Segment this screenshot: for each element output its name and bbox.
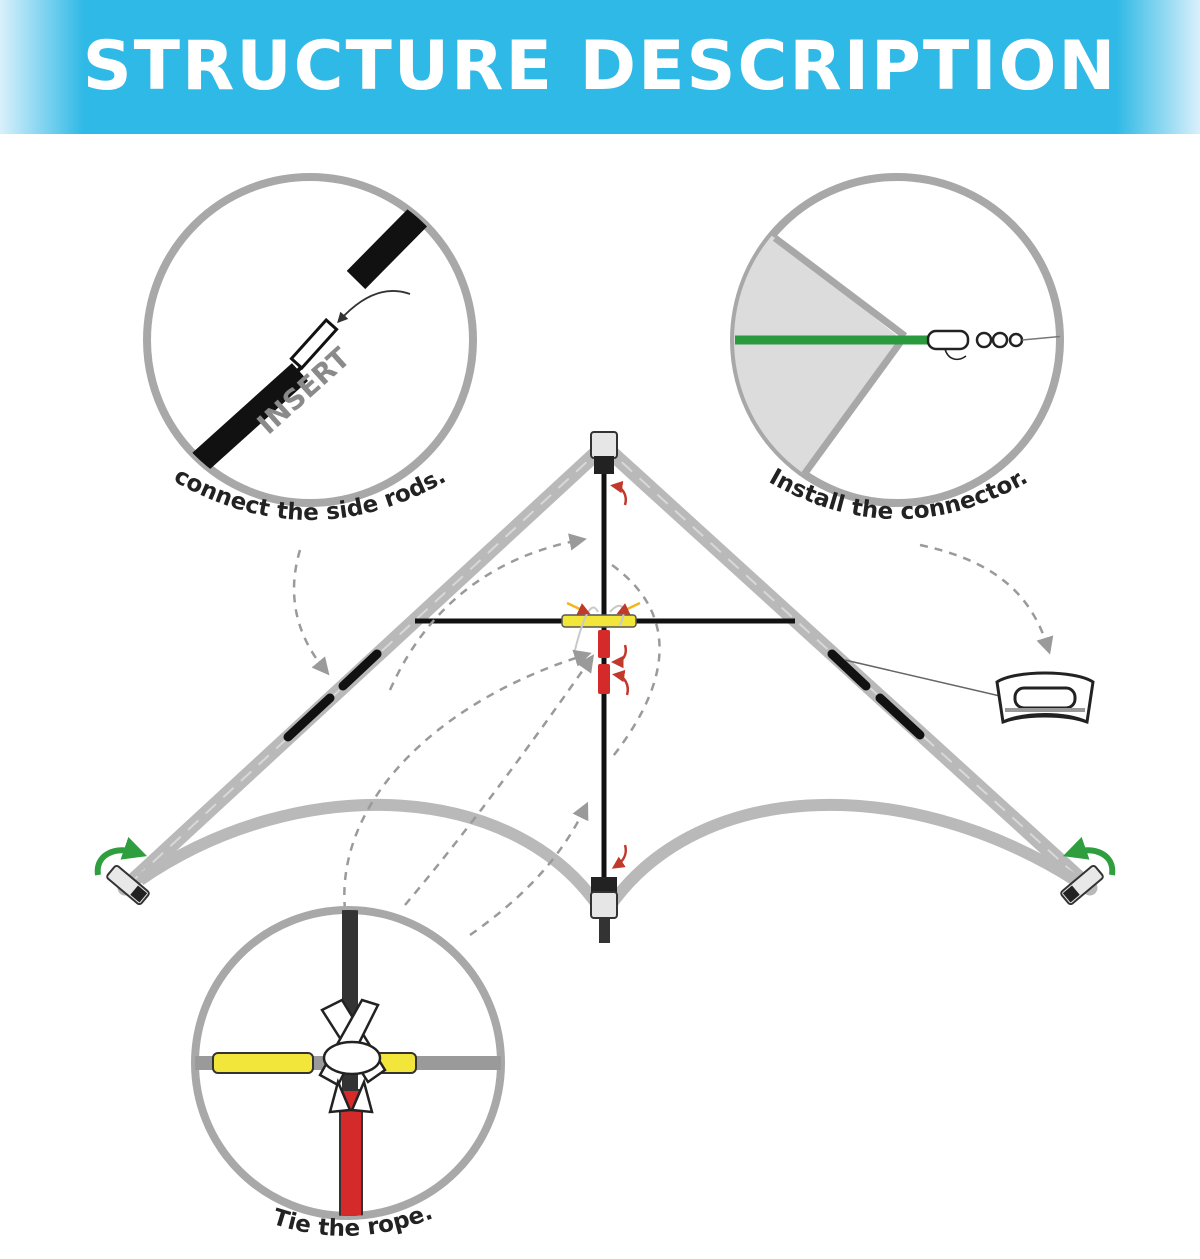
dashed-arrow-icon (388, 533, 587, 691)
curved-arrow-icon (610, 480, 627, 506)
dashed-arrow-icon (292, 549, 330, 676)
curved-arrow-icon (612, 669, 629, 696)
callout-rope: Tie the rope. (191, 906, 505, 1242)
callout-side-rods: INSERT connect the side rods. (143, 173, 477, 526)
dashed-arrow-icon (469, 801, 589, 937)
swivel-clip-icon (926, 329, 1024, 361)
dashed-arrow-icon (919, 543, 1054, 655)
dashed-arrow-icon (343, 649, 592, 911)
curved-arrow-icon (566, 601, 591, 615)
dashed-arrow-icon (404, 654, 595, 906)
kite-frame (106, 431, 1104, 943)
curved-arrow-icon (611, 844, 627, 869)
curved-arrow-icon (1062, 836, 1116, 876)
curved-arrow-icon (94, 836, 148, 876)
header-banner: STRUCTURE DESCRIPTION (0, 0, 1200, 134)
curved-arrow-icon (611, 644, 627, 669)
curved-arrow-icon (616, 601, 641, 615)
assembly-arrows (94, 480, 1116, 876)
rope-knot-icon (318, 998, 387, 1114)
page-title: STRUCTURE DESCRIPTION (82, 27, 1118, 106)
dashed-guide-arrows (292, 533, 1054, 937)
callout-connector: Install the connector. (730, 173, 1064, 525)
dashed-arrow-icon (609, 563, 661, 761)
curved-arrow-icon (337, 290, 411, 324)
kite-structure-diagram: INSERT connect the side rods. Install (94, 173, 1116, 1242)
line-handle-icon (995, 671, 1095, 725)
